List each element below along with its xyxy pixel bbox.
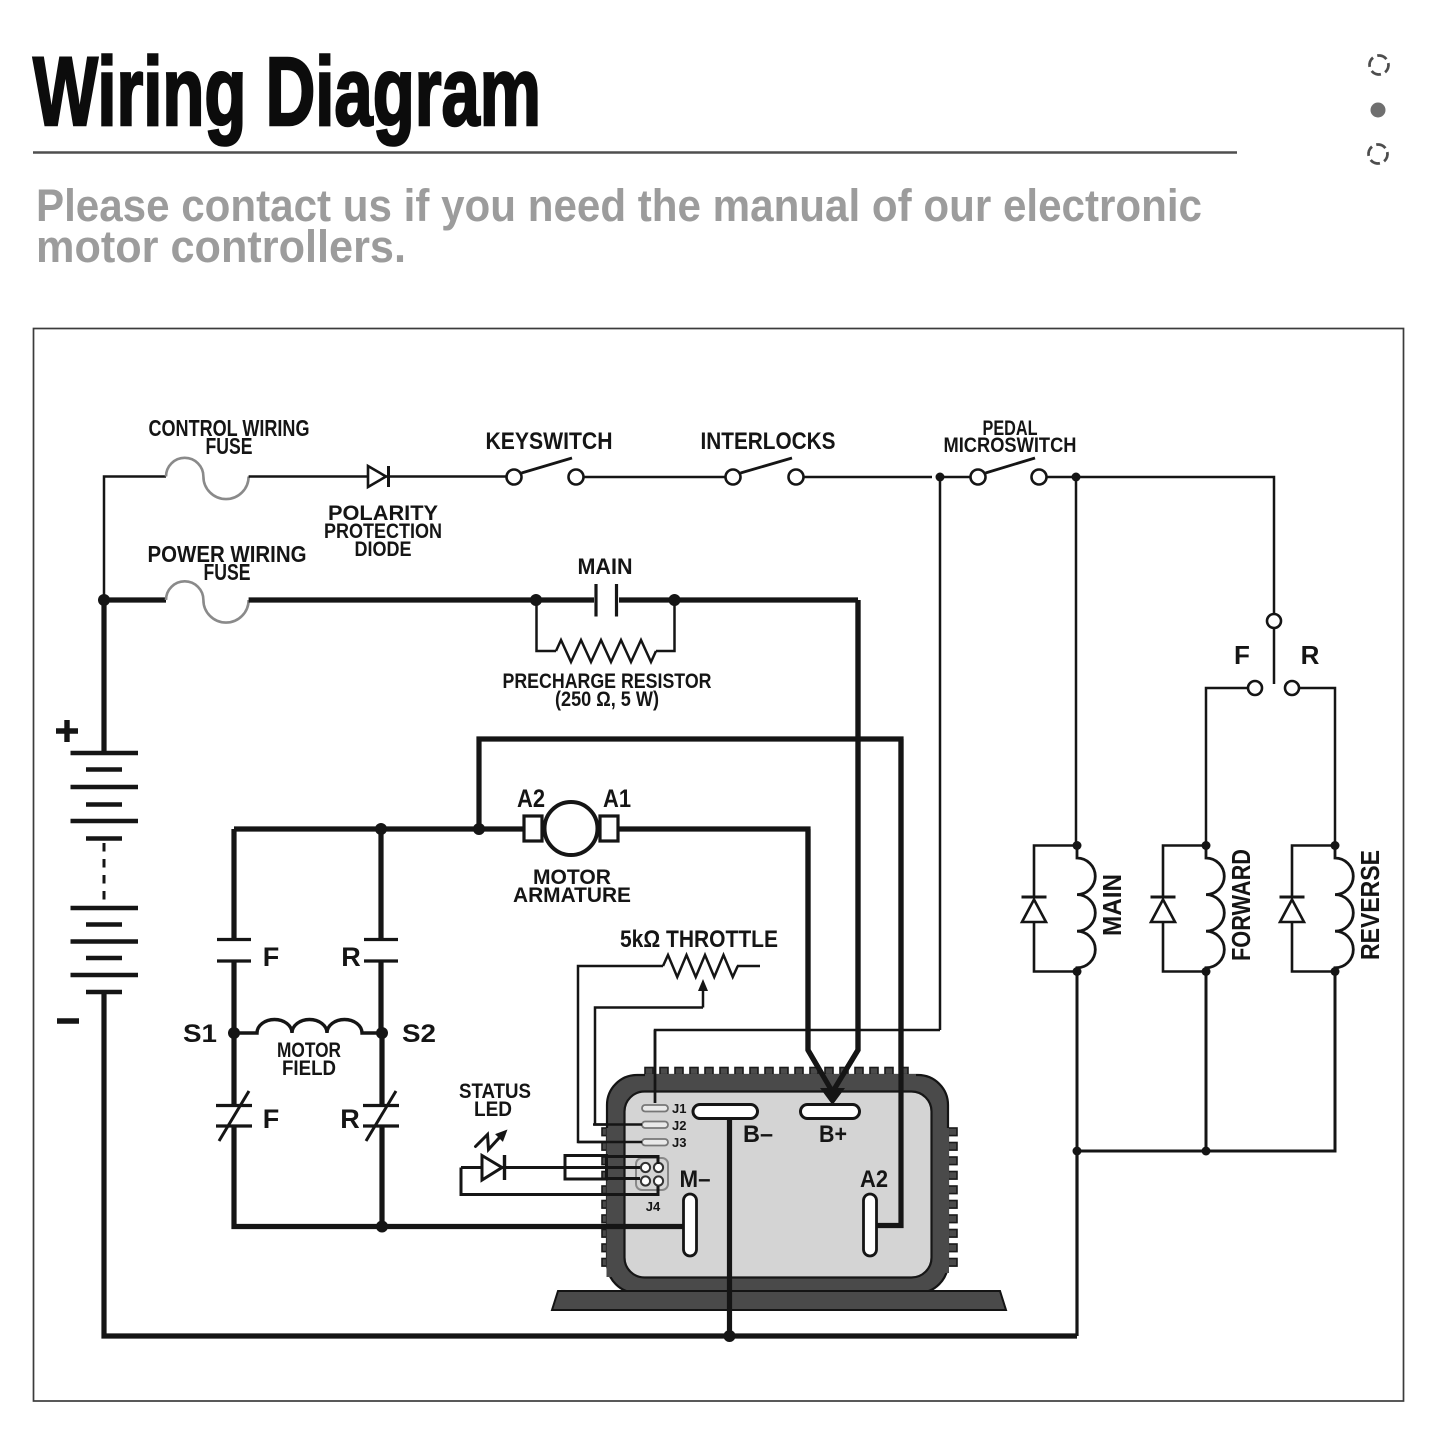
svg-text:S1: S1 <box>183 1020 217 1048</box>
svg-text:MAIN: MAIN <box>578 554 633 579</box>
svg-text:MAIN: MAIN <box>1097 874 1127 936</box>
svg-text:REVERSE: REVERSE <box>1355 850 1385 960</box>
svg-text:R: R <box>341 942 361 972</box>
svg-text:5kΩ THROTTLE: 5kΩ THROTTLE <box>620 926 778 953</box>
svg-text:A2: A2 <box>860 1166 888 1193</box>
svg-text:A2: A2 <box>517 785 545 813</box>
svg-text:POWER WIRING: POWER WIRING <box>148 541 307 567</box>
svg-text:MOTOR: MOTOR <box>533 866 611 889</box>
svg-text:POLARITY: POLARITY <box>328 502 438 525</box>
svg-text:M–: M– <box>680 1166 711 1193</box>
svg-text:PEDAL: PEDAL <box>983 417 1038 440</box>
svg-text:PROTECTION: PROTECTION <box>324 520 442 543</box>
svg-text:J2: J2 <box>672 1118 686 1133</box>
svg-text:F: F <box>263 942 280 972</box>
svg-text:A1: A1 <box>603 785 631 813</box>
svg-text:(250 Ω, 5 W): (250 Ω, 5 W) <box>555 688 659 711</box>
svg-text:INTERLOCKS: INTERLOCKS <box>701 428 836 455</box>
svg-text:MOTOR: MOTOR <box>277 1039 341 1062</box>
svg-text:PRECHARGE RESISTOR: PRECHARGE RESISTOR <box>503 670 712 693</box>
svg-text:FORWARD: FORWARD <box>1226 849 1256 961</box>
svg-text:F: F <box>263 1104 280 1134</box>
svg-text:Please contact us if you need: Please contact us if you need the manual… <box>36 180 1202 231</box>
svg-text:CONTROL WIRING: CONTROL WIRING <box>149 415 310 441</box>
svg-text:J4: J4 <box>646 1199 661 1214</box>
svg-text:B+: B+ <box>819 1121 847 1148</box>
svg-text:R: R <box>340 1104 360 1134</box>
svg-text:DIODE: DIODE <box>355 538 412 561</box>
svg-text:MICROSWITCH: MICROSWITCH <box>944 434 1077 457</box>
svg-text:FUSE: FUSE <box>206 433 253 459</box>
svg-text:KEYSWITCH: KEYSWITCH <box>486 428 613 455</box>
svg-text:S2: S2 <box>402 1020 436 1048</box>
svg-text:R: R <box>1301 640 1320 670</box>
svg-text:motor controllers.: motor controllers. <box>36 221 406 272</box>
svg-text:F: F <box>1234 640 1250 670</box>
svg-text:LED: LED <box>474 1098 512 1121</box>
svg-text:Wiring Diagram: Wiring Diagram <box>33 37 541 146</box>
svg-text:J1: J1 <box>672 1101 686 1116</box>
svg-text:STATUS: STATUS <box>459 1080 531 1103</box>
svg-text:FUSE: FUSE <box>204 559 251 585</box>
svg-text:FIELD: FIELD <box>282 1057 336 1080</box>
svg-text:B–: B– <box>743 1121 773 1148</box>
svg-text:J3: J3 <box>672 1135 686 1150</box>
svg-text:ARMATURE: ARMATURE <box>513 884 631 907</box>
